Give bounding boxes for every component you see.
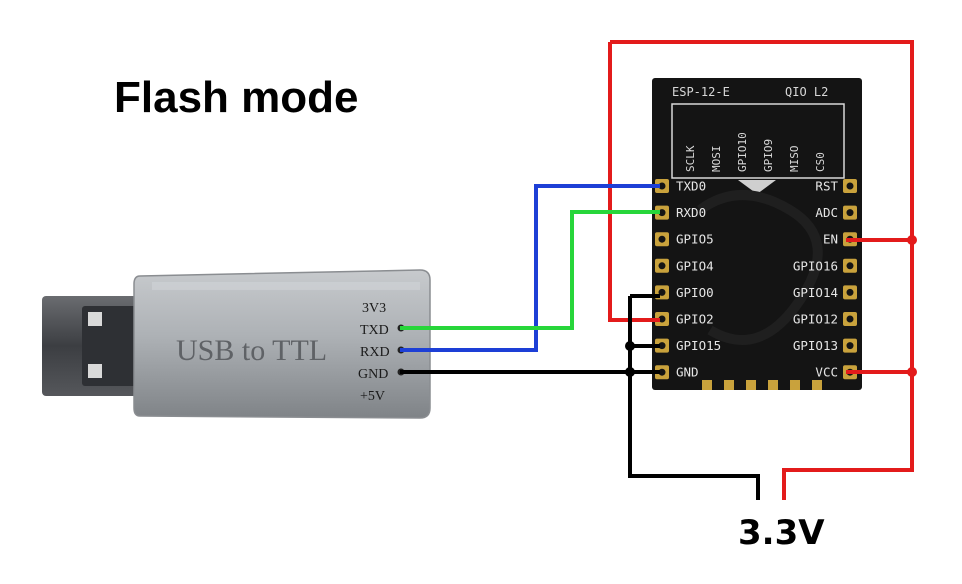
wire-black-bus	[628, 296, 760, 500]
pin-hole	[846, 209, 854, 217]
bottom-pad	[746, 380, 756, 390]
pin-hole	[846, 288, 854, 296]
pin-hole	[658, 182, 666, 190]
pin-label-right: RST	[815, 179, 838, 194]
supply-voltage-label: 3.3V	[738, 513, 825, 553]
flash-pin-label: MOSI	[710, 146, 723, 173]
flash-pin-label: SCLK	[684, 145, 697, 172]
pin-hole	[846, 262, 854, 270]
pin-label-right: VCC	[815, 365, 838, 380]
pin-hole	[658, 368, 666, 376]
usb-pin-3v3: 3V3	[362, 301, 386, 316]
bottom-pad	[768, 380, 778, 390]
module-board	[652, 78, 862, 390]
wire-junction	[907, 367, 917, 377]
pin-label-right: EN	[823, 232, 838, 247]
flash-pin-label: CS0	[814, 152, 827, 172]
pin-label-left: GND	[676, 365, 699, 380]
wire-red-loop	[610, 40, 914, 500]
pin-hole	[846, 182, 854, 190]
pin-label-right: GPIO13	[793, 338, 838, 353]
wire-junction	[625, 367, 635, 377]
pin-label-right: GPIO12	[793, 312, 838, 327]
pin-label-left: GPIO15	[676, 338, 721, 353]
pin-label-left: GPIO0	[676, 285, 714, 300]
wire-junction	[625, 341, 635, 351]
flash-pin-label: GPIO10	[736, 132, 749, 172]
pin-hole	[658, 235, 666, 243]
module-flash-mode: QIO L2	[785, 85, 828, 99]
usb-plug-window-top	[88, 312, 102, 326]
wire-junctions	[625, 235, 917, 377]
bottom-pad	[812, 380, 822, 390]
pin-hole	[846, 315, 854, 323]
pin-hole	[658, 288, 666, 296]
esp12e-module: ESP-12-E QIO L2 SCLK MOSI GPIO10 GPIO9 MISO C…	[652, 78, 862, 390]
usb-body	[133, 269, 431, 419]
flash-pin-labels: SCLK MOSI GPIO10 GPIO9 MISO CS0	[684, 132, 827, 172]
usb-adapter-label: USB to TTL	[176, 334, 327, 367]
module-name: ESP-12-E	[672, 85, 730, 99]
pin-label-left: TXD0	[676, 179, 706, 194]
pin-label-left: RXD0	[676, 205, 706, 220]
usb-body-highlight	[152, 282, 420, 290]
wire-red-gpio2	[608, 42, 660, 322]
wire-green-rxd	[400, 210, 660, 330]
pin-label-right: GPIO16	[793, 258, 838, 273]
bottom-pad	[724, 380, 734, 390]
pin-label-left: GPIO5	[676, 232, 714, 247]
pin-hole	[846, 342, 854, 350]
bottom-pad	[702, 380, 712, 390]
pin-label-right: ADC	[815, 205, 838, 220]
wire-junction	[907, 235, 917, 245]
pin-hole	[658, 209, 666, 217]
pin-label-right: GPIO14	[793, 285, 838, 300]
board-trace	[697, 190, 823, 345]
bottom-pad	[790, 380, 800, 390]
usb-pin-rxd: RXD	[360, 345, 390, 360]
flash-pin-label: MISO	[788, 146, 801, 173]
diagram-title: Flash mode	[114, 73, 359, 122]
pin-hole	[658, 315, 666, 323]
wire-blue-txd	[400, 184, 660, 352]
flash-outline	[671, 103, 845, 179]
bottom-pads	[702, 380, 822, 390]
usb-pin-gnd: GND	[358, 367, 388, 382]
pin-hole	[658, 262, 666, 270]
pin-hole	[658, 342, 666, 350]
wires	[400, 40, 914, 500]
pin-label-left: GPIO4	[676, 258, 714, 273]
usb-pin-5v: +5V	[360, 389, 385, 404]
flash-pin-label: GPIO9	[762, 139, 775, 172]
antenna-marker	[738, 180, 776, 194]
usb-ttl-adapter: USB to TTL 3V3 TXD RXD GND +5V	[42, 269, 431, 419]
usb-pin-txd: TXD	[360, 323, 389, 338]
pin-label-left: GPIO2	[676, 312, 714, 327]
usb-plug-window-bottom	[88, 364, 102, 378]
